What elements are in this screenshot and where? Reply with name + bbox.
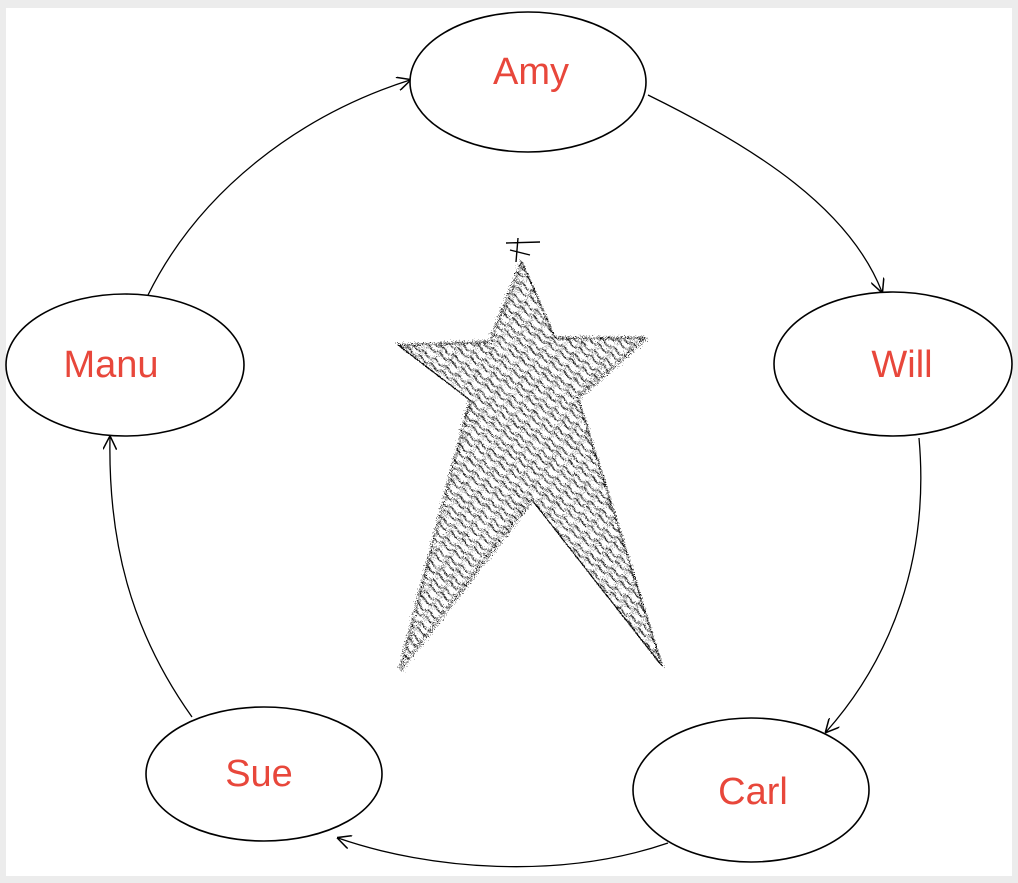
node-amy: Amy bbox=[410, 12, 646, 152]
node-carl-label: Carl bbox=[718, 771, 788, 813]
node-will: Will bbox=[774, 292, 1012, 436]
node-carl: Carl bbox=[633, 718, 869, 862]
edge-manu-amy bbox=[148, 80, 410, 295]
edge-amy-will bbox=[648, 95, 882, 292]
node-manu-label: Manu bbox=[63, 344, 158, 386]
edge-will-carl bbox=[826, 438, 921, 732]
edge-sue-manu bbox=[110, 437, 192, 717]
node-will-label: Will bbox=[871, 344, 932, 386]
node-sue: Sue bbox=[146, 707, 382, 841]
star-icon bbox=[398, 238, 662, 670]
node-manu: Manu bbox=[6, 294, 244, 436]
edge-carl-sue bbox=[338, 838, 668, 867]
node-sue-label: Sue bbox=[225, 753, 293, 795]
node-amy-label: Amy bbox=[493, 51, 569, 93]
diagram-canvas: Amy Will Carl Sue Manu bbox=[6, 8, 1012, 876]
